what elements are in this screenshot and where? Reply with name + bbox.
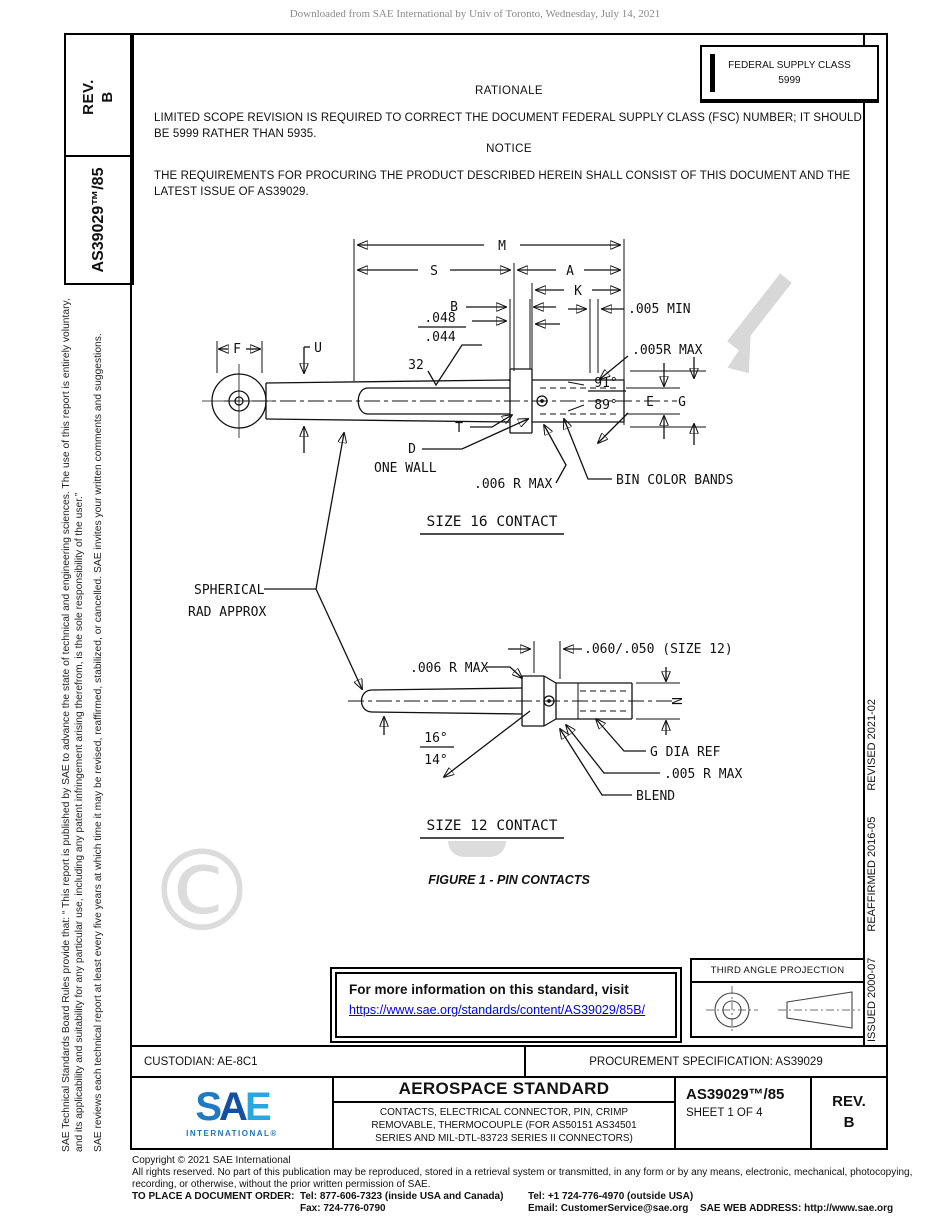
projection-symbol [706,986,860,1034]
dim-060-label: .060/.050 (SIZE 12) [584,642,733,657]
dim-048-label: .048 [424,311,455,326]
disclaimer-paragraph-2: SAE reviews each technical report at lea… [92,333,104,1152]
doc-number-box: AS39029™/85 [64,155,134,285]
title-block-rev-label: REV. [832,1093,866,1110]
dim-s-label: S [430,264,438,279]
angle-91-label: 91° [594,376,617,391]
fsc-label: FEDERAL SUPPLY CLASS [728,60,851,71]
standard-link[interactable]: https://www.sae.org/standards/content/AS… [349,1003,646,1017]
one-wall-label: ONE WALL [374,461,437,476]
footer-rights-1: All rights reserved. No part of this pub… [132,1167,913,1178]
main-frame: ISSUED 2000-07 REAFFIRMED 2016-05 REVISE… [130,33,888,1150]
fsc-bar [710,54,715,92]
footer-web: SAE WEB ADDRESS: http://www.sae.org [700,1203,894,1214]
notice-body: THE REQUIREMENTS FOR PROCURING THE PRODU… [154,170,851,198]
logo-letter-s: S [195,1084,222,1129]
angle-89-label: 89° [594,398,617,413]
dim-k-label: K [574,284,582,299]
size16-title: SIZE 16 CONTACT [427,514,558,530]
procurement-cell: PROCUREMENT SPECIFICATION: AS39029 [524,1047,886,1076]
dim-005r-label: .005R MAX [632,343,703,358]
dim-a-label: A [566,264,574,279]
footer: Copyright © 2021 SAE International All r… [132,1155,944,1215]
logo-letter-a: A [219,1084,248,1129]
dim-044-label: .044 [424,330,455,345]
dim-f-label: F [233,342,241,357]
bin-color-bands-label: BIN COLOR BANDS [616,473,733,488]
footer-order-label: TO PLACE A DOCUMENT ORDER: [132,1191,295,1202]
logo-subtext: INTERNATIONAL® [186,1128,278,1138]
custodian-row: CUSTODIAN: AE-8C1 PROCUREMENT SPECIFICAT… [132,1045,886,1078]
right-strip-divider [863,35,865,1045]
dim-005r12-label: .005 R MAX [664,767,742,782]
document-type-heading: AEROSPACE STANDARD [334,1076,674,1103]
fsc-value: 5999 [778,75,801,86]
footer-tel-inside: Tel: 877-606-7323 (inside USA and Canada… [300,1191,504,1202]
sidebar-disclaimer: SAE Technical Standards Board Rules prov… [60,286,124,1152]
info-box: For more information on this standard, v… [330,967,682,1043]
rev-box: REV. B [64,33,134,161]
dim-m-label: M [498,239,506,254]
subtitle-line-3: SERIES AND MIL-DTL-83723 SERIES II CONNE… [375,1133,633,1144]
sae-logo: SAE INTERNATIONAL® [132,1076,334,1148]
title-block-rev: REV. B [810,1076,886,1148]
size16-drawing: M S A K B .048 .044 [188,239,733,689]
custodian-cell: CUSTODIAN: AE-8C1 [144,1055,258,1068]
dim-e-label: E [646,395,654,410]
title-block-doc-number: AS39029™/85 [686,1086,785,1103]
dim-006r12-label: .006 R MAX [410,661,488,676]
sheet-number: SHEET 1 OF 4 [686,1107,763,1119]
federal-supply-class-box: FEDERAL SUPPLY CLASS 5999 [700,45,879,103]
third-angle-projection-box: THIRD ANGLE PROJECTION [690,958,865,1038]
document-subtitle: CONTACTS, ELECTRICAL CONNECTOR, PIN, CRI… [334,1103,674,1148]
subtitle-line-2: REMOVABLE, THERMOCOUPLE (FOR AS50151 AS3… [371,1120,637,1131]
issued-date: ISSUED 2000-07 [866,957,878,1042]
download-provenance-note: Downloaded from SAE International by Uni… [289,8,661,20]
size12-drawing: .060/.050 (SIZE 12) .006 R MAX 16° 14° N [348,641,742,839]
title-block-rev-value: B [843,1114,855,1131]
size12-title: SIZE 12 CONTACT [427,818,558,834]
footer-tel-outside: Tel: +1 724-776-4970 (outside USA) [528,1191,694,1202]
footer-rights-2: recording, or otherwise, without the pri… [132,1179,431,1190]
angle-14-label: 14° [424,753,447,768]
dim-006r-label: .006 R MAX [474,477,552,492]
dim-n-label: N [668,697,683,705]
dim-d-label: D [408,442,416,457]
spherical-label-2: RAD APPROX [188,605,266,620]
logo-letter-e: E [244,1084,272,1129]
rationale-body: LIMITED SCOPE REVISION IS REQUIRED TO CO… [154,112,862,140]
rationale-heading: RATIONALE [475,85,543,97]
watermark-fragment-3 [448,841,506,857]
footer-fax: Fax: 724-776-0790 [300,1203,386,1214]
footer-copyright: Copyright © 2021 SAE International [132,1155,291,1166]
notice-heading: NOTICE [486,143,532,155]
rev-value: B [99,91,116,103]
technical-drawing: M S A K B .048 .044 [188,239,742,839]
figure-caption: FIGURE 1 - PIN CONTACTS [428,873,590,887]
copyright-watermark: © [146,827,258,957]
projection-label: THIRD ANGLE PROJECTION [692,960,863,983]
dim-g-label: G [678,395,686,410]
doc-number-vertical: AS39029™/85 [90,167,107,273]
dim-b-label: B [450,300,458,315]
footer-email: Email: CustomerService@sae.org [528,1203,689,1214]
g-dia-ref-label: G DIA REF [650,745,721,760]
finish-32-label: 32 [408,358,424,373]
rev-label: REV. [80,79,98,115]
angle-16-label: 16° [424,731,447,746]
dim-005min-label: .005 MIN [628,302,691,317]
disclaimer-paragraph-1: SAE Technical Standards Board Rules prov… [61,298,86,1152]
dim-u-label: U [314,341,322,356]
title-block: SAE INTERNATIONAL® AEROSPACE STANDARD CO… [132,1076,886,1148]
info-box-text: For more information on this standard, v… [349,982,629,997]
spherical-label-1: SPHERICAL [194,583,265,598]
dim-t-label: T [455,421,463,436]
blend-label: BLEND [636,789,675,804]
subtitle-line-1: CONTACTS, ELECTRICAL CONNECTOR, PIN, CRI… [379,1107,629,1118]
